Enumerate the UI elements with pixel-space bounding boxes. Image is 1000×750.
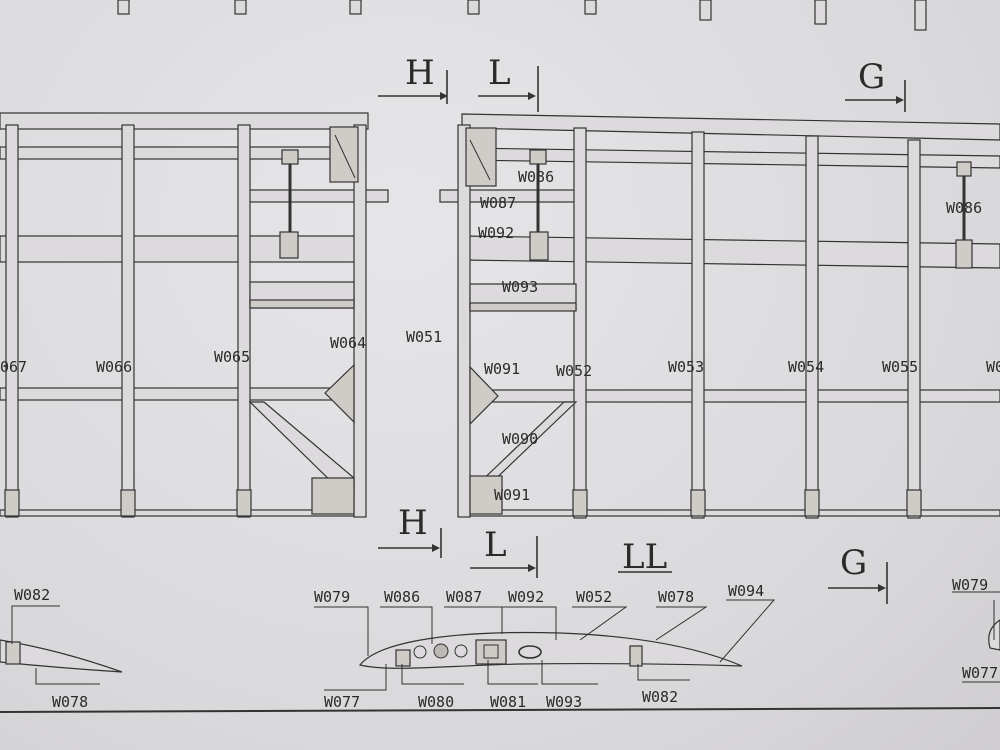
airfoil-right-top-label: W079 [952, 576, 988, 594]
part-label-w093: W093 [502, 278, 538, 296]
airfoil-label-w052: W052 [576, 588, 612, 606]
airfoil-label-w078: W078 [658, 588, 694, 606]
airfoil-label-w082: W082 [642, 688, 678, 706]
part-label-w091-top: W091 [484, 360, 520, 378]
section-markers [378, 66, 906, 604]
rib-label-w065: W065 [214, 348, 250, 366]
part-label-w092: W092 [478, 224, 514, 242]
airfoil-label-w087: W087 [446, 588, 482, 606]
rib-label-w064: W064 [330, 334, 366, 352]
airfoil-left-bottom-label: W078 [52, 693, 88, 711]
left-wing-panel [0, 112, 389, 518]
airfoil-label-w094: W094 [728, 582, 764, 600]
rib-label-w055: W055 [882, 358, 918, 376]
section-marker-ll-bottom: LL [622, 537, 667, 577]
airfoil-center [314, 599, 776, 691]
section-marker-g-top: G [858, 57, 885, 97]
airfoil-label-w080: W080 [418, 693, 454, 711]
airfoil-right [952, 591, 1000, 683]
rib-label-partial: W0 [986, 358, 1000, 376]
center-label-w051: W051 [406, 328, 442, 346]
top-edge-tabs [117, 0, 927, 31]
rib-label-067: 067 [0, 358, 27, 376]
section-marker-g-bottom: G [840, 543, 867, 583]
part-label-w086-b: W086 [946, 199, 982, 217]
part-label-w087: W087 [480, 194, 516, 212]
section-marker-l-bottom: L [484, 525, 507, 565]
part-label-w086-a: W086 [518, 168, 554, 186]
section-marker-l-top: L [488, 53, 511, 93]
rib-label-w052: W052 [556, 362, 592, 380]
airfoil-left-top-label: W082 [14, 586, 50, 604]
rib-label-w066: W066 [96, 358, 132, 376]
airfoil-label-w081: W081 [490, 693, 526, 711]
rib-label-w054: W054 [788, 358, 824, 376]
airfoil-label-w092: W092 [508, 588, 544, 606]
part-label-w090: W090 [502, 430, 538, 448]
section-marker-h-bottom: H [398, 503, 428, 543]
right-wing-panel [439, 113, 1000, 519]
section-marker-h-top: H [405, 53, 435, 93]
airfoil-label-w086: W086 [384, 588, 420, 606]
airfoil-label-w093: W093 [546, 693, 582, 711]
airfoil-right-bottom-label: W077 [962, 664, 998, 682]
rib-label-w053: W053 [668, 358, 704, 376]
airfoil-label-w079: W079 [314, 588, 350, 606]
airfoil-label-w077: W077 [324, 693, 360, 711]
part-label-w091-bottom: W091 [494, 486, 530, 504]
airfoil-left [0, 605, 123, 685]
